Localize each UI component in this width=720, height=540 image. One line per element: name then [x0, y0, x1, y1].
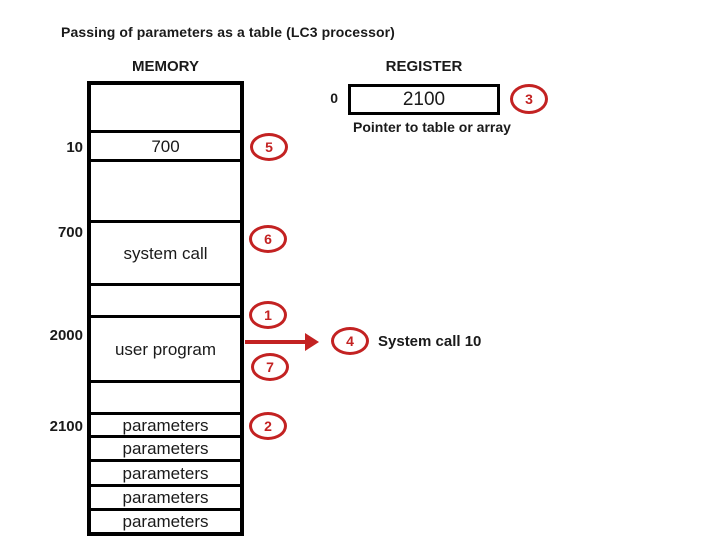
memory-cell-parameters: parameters	[91, 415, 240, 438]
memory-row-empty	[91, 383, 240, 415]
memory-cell-system-call: system call	[91, 223, 240, 286]
memory-cell-parameters: parameters	[91, 487, 240, 511]
memory-row-empty	[91, 162, 240, 223]
address-label-2100: 2100	[49, 418, 83, 435]
register-slot-label: 0	[330, 90, 338, 106]
memory-row-empty	[91, 85, 240, 133]
memory-cell-parameters: parameters	[122, 512, 209, 531]
flow-arrow-head-icon	[305, 333, 319, 351]
slide-title: Passing of parameters as a table (LC3 pr…	[61, 24, 395, 40]
memory-cell-parameters: parameters	[91, 462, 240, 487]
flow-arrow	[245, 340, 306, 344]
memory-cell-user-program: user program	[91, 318, 240, 383]
address-label-10: 10	[66, 139, 83, 156]
step-badge-1: 1	[249, 301, 287, 329]
register-box: 2100	[348, 84, 500, 115]
address-label-2000: 2000	[49, 327, 83, 344]
register-caption: Pointer to table or array	[353, 119, 511, 135]
step-badge-5: 5	[250, 133, 288, 161]
memory-cell-pointer-700: 700	[91, 133, 240, 162]
register-heading: REGISTER	[385, 58, 463, 75]
step-badge-6: 6	[249, 225, 287, 253]
memory-row-empty	[91, 286, 240, 318]
memory-cell-parameters: parameters	[91, 438, 240, 462]
step-badge-4: 4	[331, 327, 369, 355]
step-badge-7: 7	[251, 353, 289, 381]
register-value: 2100	[402, 88, 446, 110]
memory-heading: MEMORY	[132, 58, 199, 75]
step-badge-2: 2	[249, 412, 287, 440]
memory-table: 700 system call user program parameters …	[87, 81, 244, 536]
step-badge-3: 3	[510, 84, 548, 114]
address-label-700: 700	[57, 224, 83, 241]
system-call-note: System call 10	[378, 333, 482, 350]
